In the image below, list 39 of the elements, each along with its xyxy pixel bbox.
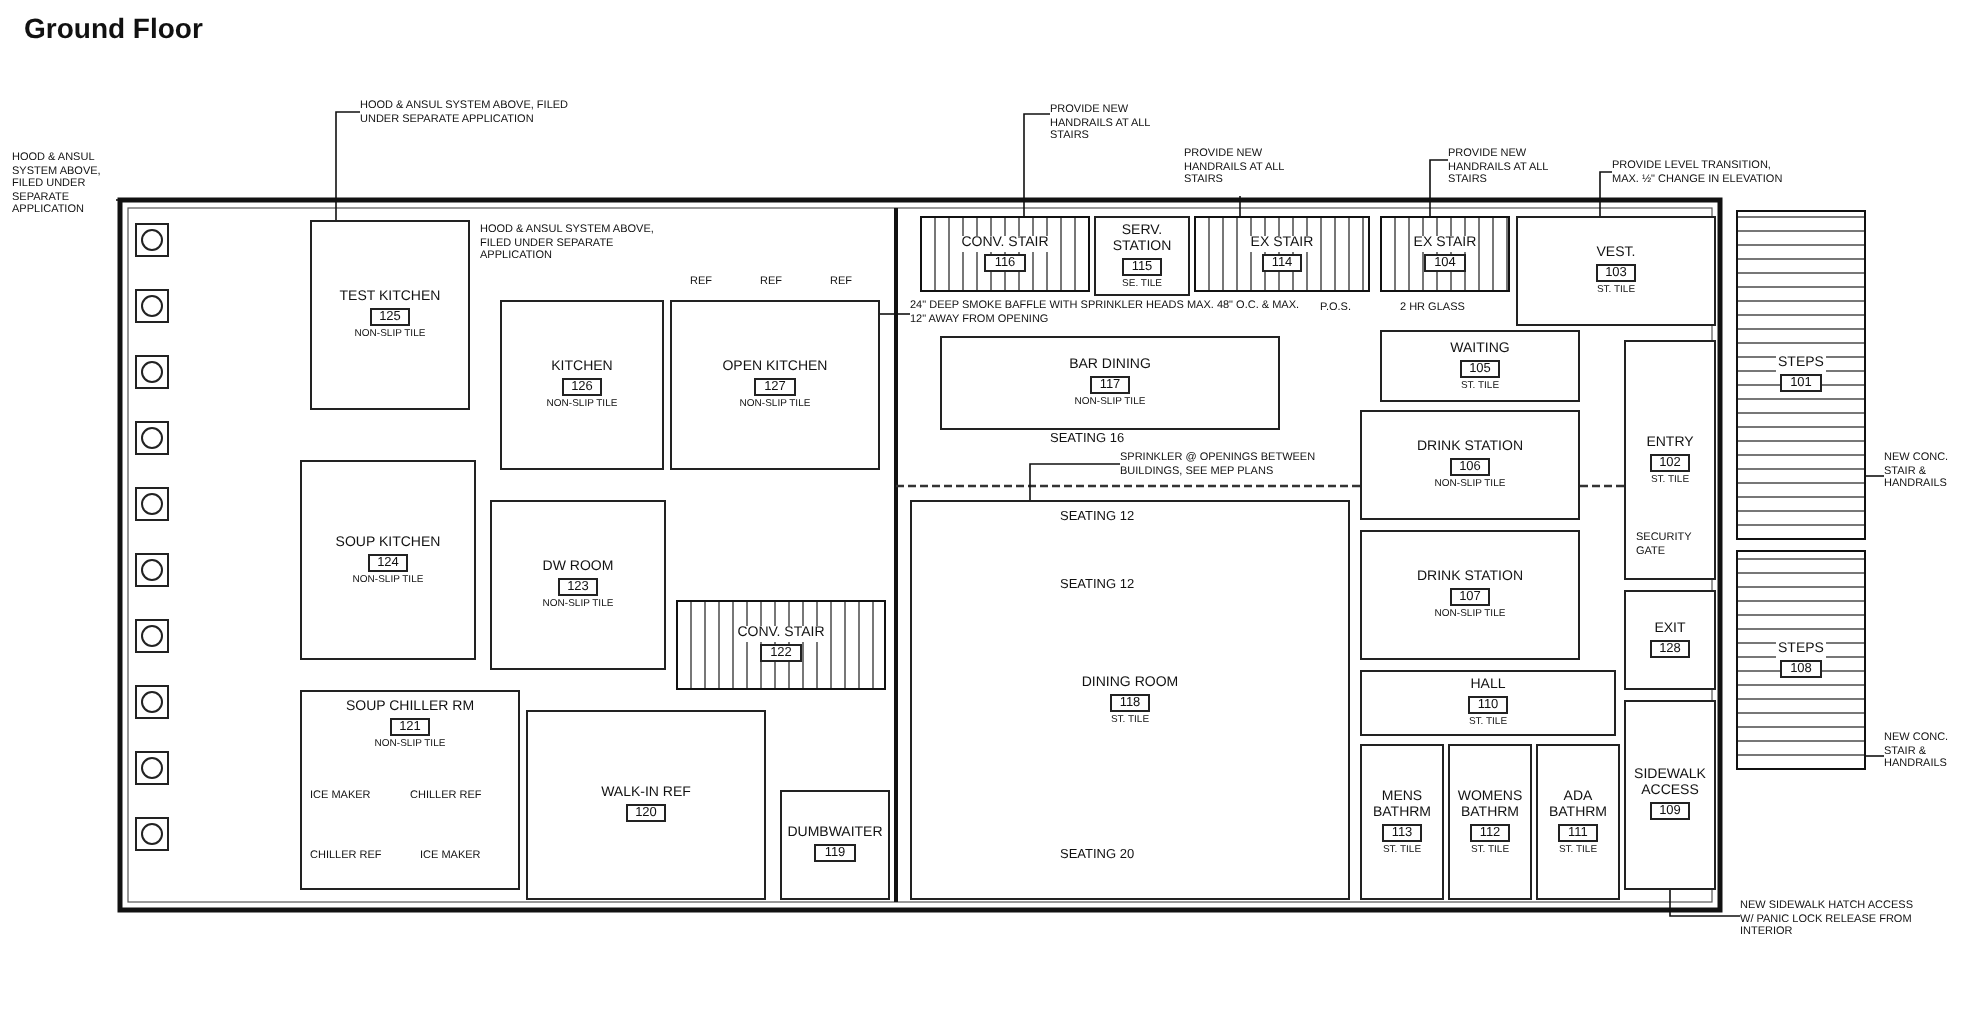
room-area	[1360, 410, 1580, 520]
leader-line	[335, 111, 361, 221]
room-area	[910, 500, 1350, 900]
room-area	[1624, 340, 1716, 580]
room-area	[300, 460, 476, 660]
room-area	[300, 690, 520, 890]
room-area	[1380, 330, 1580, 402]
leader-line	[1599, 171, 1613, 217]
room-area	[1516, 216, 1716, 326]
leader-line	[1865, 475, 1885, 477]
leader-line	[1029, 463, 1121, 501]
stair-drawing	[1736, 210, 1866, 540]
room-area	[500, 300, 664, 470]
stair-drawing	[1194, 216, 1370, 292]
page-title: Ground Floor	[24, 12, 203, 44]
stair-drawing	[676, 600, 886, 690]
room-area	[526, 710, 766, 900]
stair-drawing	[1736, 550, 1866, 770]
room-area	[780, 790, 890, 900]
leader-line	[1023, 113, 1051, 217]
room-area	[310, 220, 470, 410]
leader-line	[879, 313, 911, 315]
room-area	[1360, 670, 1616, 736]
room-area	[1624, 590, 1716, 690]
room-area	[1360, 744, 1444, 900]
leader-line	[1429, 159, 1449, 217]
room-area	[1094, 216, 1190, 296]
stair-drawing	[1380, 216, 1510, 292]
room-area	[1360, 530, 1580, 660]
leader-line	[1669, 889, 1741, 917]
stair-drawing	[920, 216, 1090, 292]
leader-line	[1865, 755, 1885, 757]
room-area	[1624, 700, 1716, 890]
room-area	[670, 300, 880, 470]
room-area	[490, 500, 666, 670]
leader-line	[1239, 195, 1241, 217]
room-area	[1536, 744, 1620, 900]
room-area	[940, 336, 1280, 430]
room-area	[1448, 744, 1532, 900]
